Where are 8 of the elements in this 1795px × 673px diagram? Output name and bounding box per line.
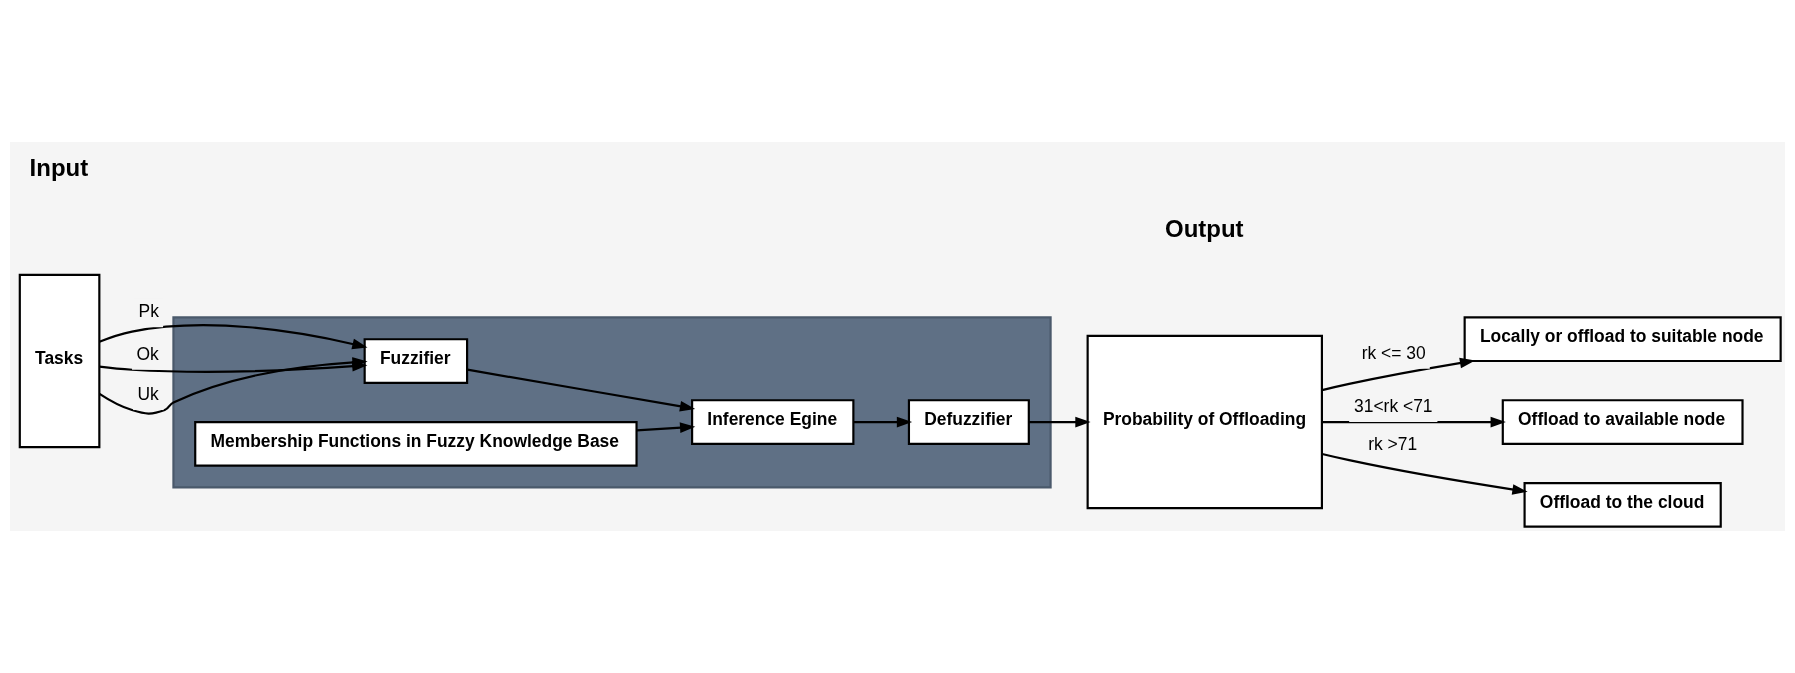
edge-label: 31<rk <71 [1354, 396, 1433, 417]
edge-label: Uk [137, 384, 159, 405]
edge-label: Ok [136, 343, 159, 364]
label: Output [1165, 215, 1244, 243]
edge-label: rk >71 [1368, 434, 1418, 455]
edge-label: Pk [138, 301, 159, 322]
label: Input [29, 154, 89, 182]
edge-label: rk <= 30 [1361, 342, 1426, 363]
